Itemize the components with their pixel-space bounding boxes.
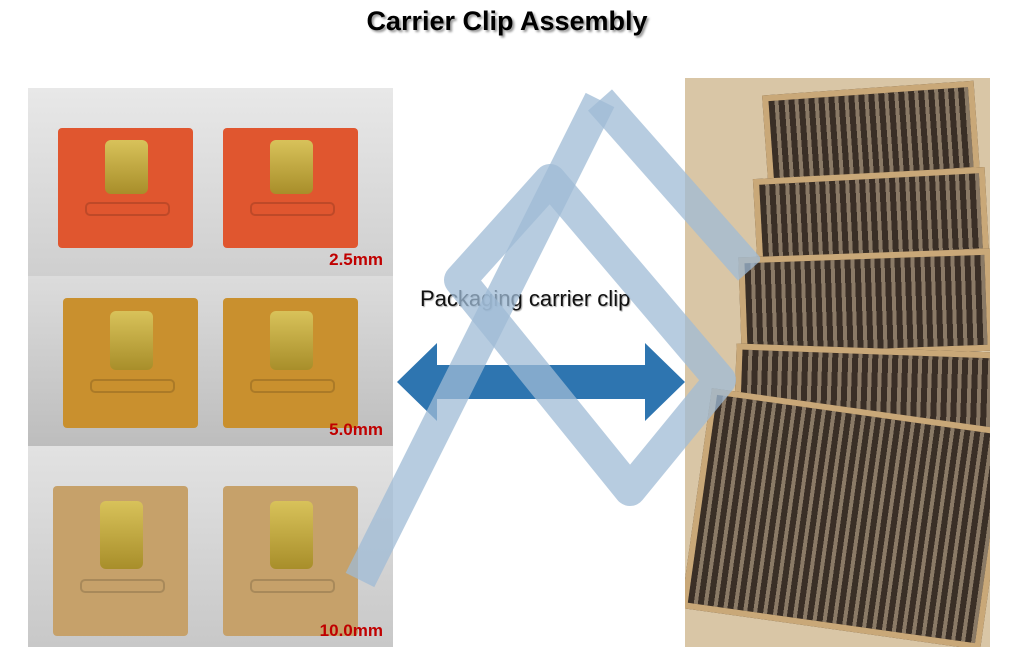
photo-clip-10-0mm: 10.0mm bbox=[28, 446, 393, 647]
carrier-clip bbox=[58, 128, 193, 248]
carrier-clip bbox=[223, 486, 358, 636]
double-arrow-icon bbox=[397, 343, 685, 421]
clip-tray bbox=[738, 248, 990, 360]
photo-clip-2-5mm: 2.5mm bbox=[28, 88, 393, 276]
clip-tray bbox=[685, 388, 990, 647]
carrier-clip bbox=[53, 486, 188, 636]
carrier-clip bbox=[223, 298, 358, 428]
photo-packaged-clips bbox=[685, 78, 990, 647]
slide-title: Carrier Clip Assembly bbox=[366, 6, 648, 36]
size-label: 5.0mm bbox=[329, 420, 383, 439]
caption-packaging-carrier-clip: Packaging carrier clip bbox=[420, 286, 631, 311]
size-label: 10.0mm bbox=[319, 621, 383, 640]
photo-clip-5-0mm: 5.0mm bbox=[28, 276, 393, 446]
size-label: 2.5mm bbox=[329, 250, 383, 269]
carrier-clip bbox=[223, 128, 358, 248]
carrier-clip bbox=[63, 298, 198, 428]
